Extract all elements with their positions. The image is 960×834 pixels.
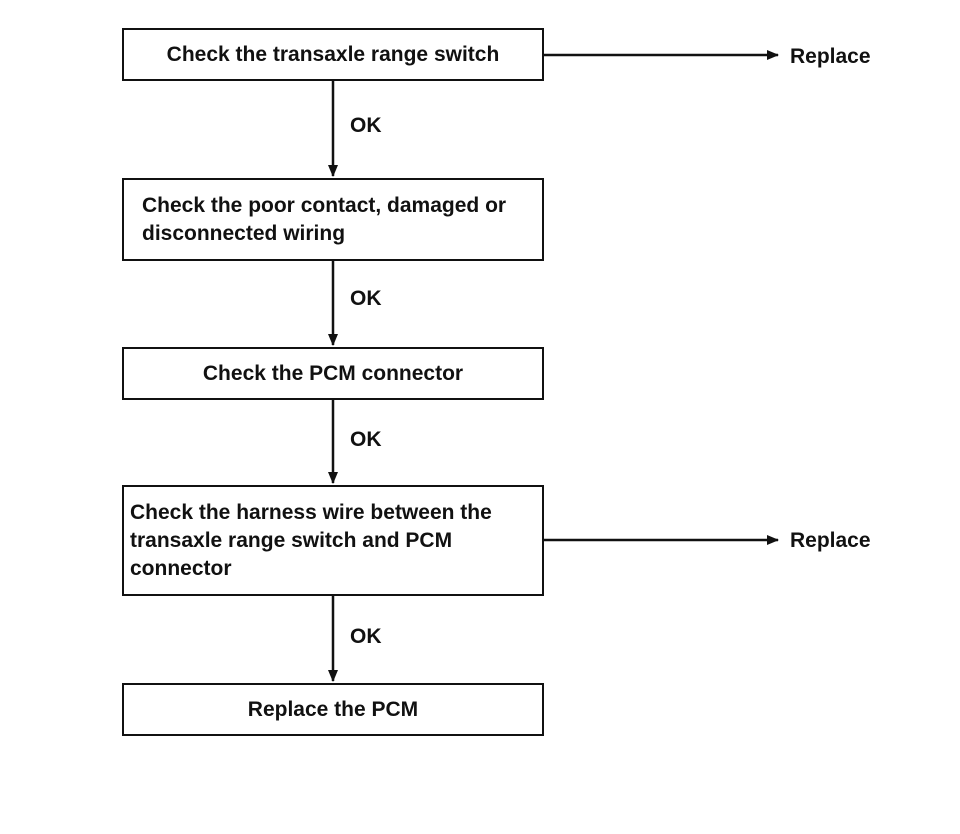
replace-label: Replace [790, 45, 871, 68]
ok-label: OK [350, 625, 382, 648]
step-replace-pcm: Replace the PCM [122, 683, 544, 736]
step-check-pcm-connector: Check the PCM connector [122, 347, 544, 400]
step-check-wiring: Check the poor contact, damaged or disco… [122, 178, 544, 261]
step-label: Check the harness wire between the trans… [130, 500, 492, 580]
step-check-transaxle-range-switch: Check the transaxle range switch [122, 28, 544, 81]
replace-label: Replace [790, 529, 871, 552]
ok-label: OK [350, 287, 382, 310]
step-label: Replace the PCM [247, 697, 419, 721]
step-check-harness-wire: Check the harness wire between the trans… [122, 485, 544, 596]
ok-label: OK [350, 114, 382, 137]
ok-label: OK [350, 428, 382, 451]
step-label: Check the PCM connector [202, 361, 464, 385]
step-label: Check the transaxle range switch [166, 42, 500, 66]
step-label: Check the poor contact, damaged or disco… [142, 193, 507, 245]
